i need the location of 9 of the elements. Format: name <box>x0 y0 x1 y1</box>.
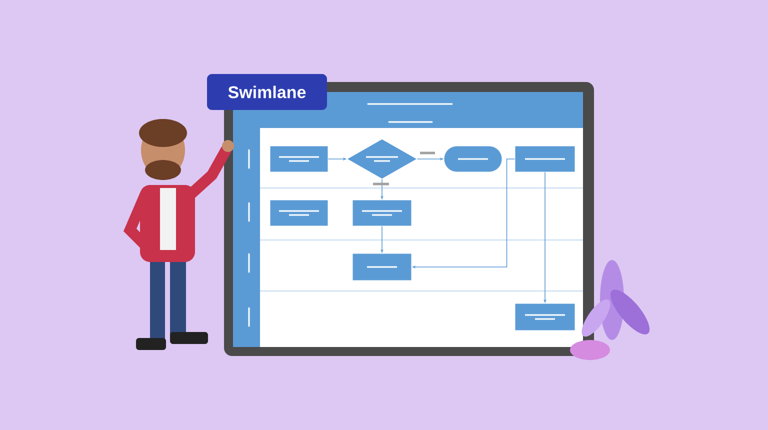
title-badge: Swimlane <box>207 74 327 110</box>
process-box <box>514 146 576 172</box>
process-box <box>352 253 412 281</box>
terminator-shape <box>444 146 502 172</box>
decision-diamond <box>346 138 418 180</box>
process-box <box>270 146 328 172</box>
process-box <box>352 200 412 226</box>
process-box <box>270 200 328 226</box>
process-box <box>514 303 576 331</box>
